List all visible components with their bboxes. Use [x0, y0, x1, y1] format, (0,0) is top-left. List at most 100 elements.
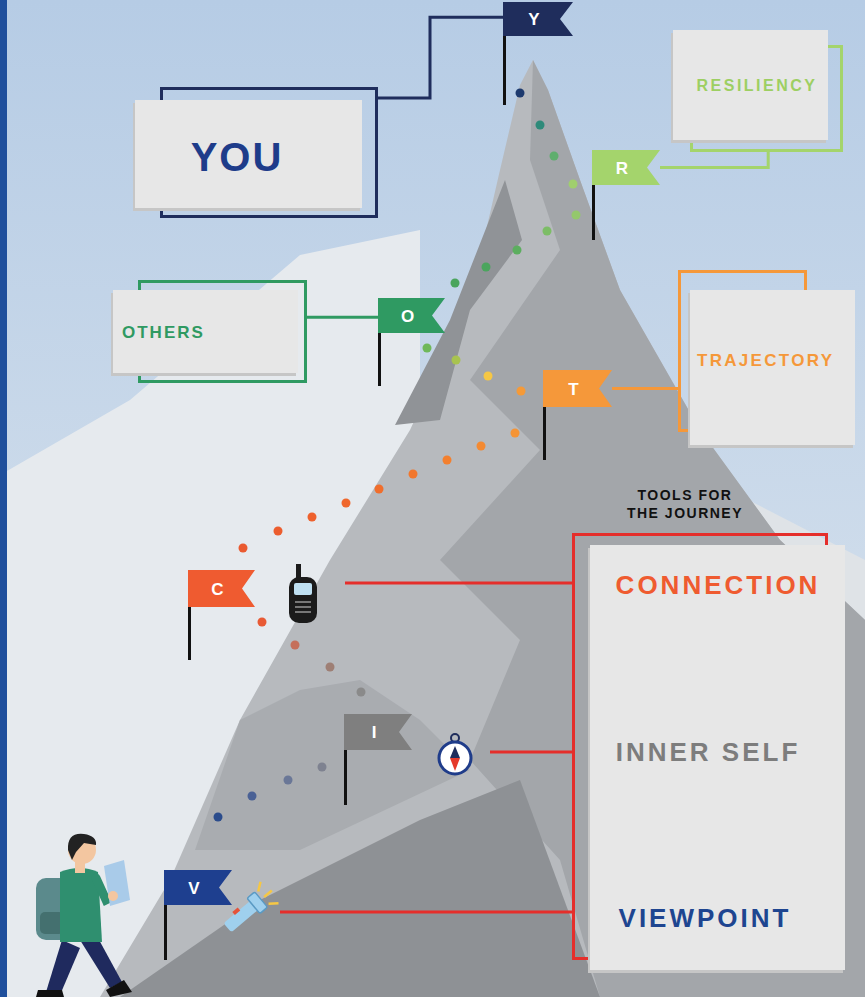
trail-dot [308, 513, 317, 522]
walkie-talkie-icon [289, 564, 317, 623]
flag-letter: Y [528, 11, 539, 28]
flag-letter: R [616, 159, 628, 176]
trail-dot [511, 429, 520, 438]
trail-dot [375, 485, 384, 494]
box-label: INNER SELF [616, 739, 801, 765]
leader-line [490, 751, 573, 754]
trail-dot [258, 618, 267, 627]
hiker-shoe [106, 980, 132, 997]
trail-dot [484, 372, 493, 381]
hiker-shoe [36, 990, 64, 997]
flag-cloth [503, 2, 573, 36]
trail-dot [214, 813, 223, 822]
flag-marker: Y [503, 2, 573, 36]
compass-needle [450, 758, 460, 771]
trail-dot [513, 246, 522, 255]
leader-line [280, 911, 573, 914]
trail-dot [572, 211, 581, 220]
flag-letter: O [401, 307, 414, 324]
hiker-hair [68, 834, 96, 860]
trail-dot [291, 641, 300, 650]
mountain [100, 60, 865, 997]
compass-needle [450, 746, 460, 758]
trail-dot [326, 663, 335, 672]
mountain-foreground [120, 780, 600, 997]
flag-marker: C [188, 570, 255, 607]
leader-line [660, 152, 768, 168]
box-label: RESILIENCY [696, 78, 817, 94]
box-label: TOOLS FOR THE JOURNEY [621, 486, 749, 522]
hiker-hand [108, 891, 118, 901]
flag-marker: O [378, 298, 445, 333]
leader-line [378, 17, 503, 98]
label-box: TOOLS FOR THE JOURNEY CONNECTION INNER SEL… [572, 482, 845, 970]
trail-dot [569, 180, 578, 189]
trail-dot [248, 792, 257, 801]
compass-icon [439, 734, 471, 774]
flag-letter: V [188, 879, 199, 896]
box-label: YOU [191, 137, 284, 177]
flashlight-icon [218, 880, 280, 939]
flag-cloth [344, 714, 412, 750]
flag-marker: T [543, 370, 612, 407]
flag-cloth [188, 570, 255, 607]
hiker-map [104, 860, 130, 906]
light-beam [269, 899, 279, 909]
flag-letter: C [211, 580, 223, 597]
compass-ring [439, 742, 471, 774]
trail-dot [318, 763, 327, 772]
trail-dot [443, 456, 452, 465]
label-box: YOU [135, 87, 378, 219]
flag-marker: I [344, 714, 412, 750]
radio-screen [294, 583, 312, 595]
flag-poles [166, 2, 594, 960]
leader-line [345, 582, 573, 585]
flag-cloth [378, 298, 445, 333]
trail-dot [274, 527, 283, 536]
trail-dot [342, 499, 351, 508]
light-beam [254, 882, 264, 892]
box-label: TRAJECTORY [697, 352, 834, 369]
side-bar [0, 0, 7, 997]
speaker-line [295, 611, 311, 613]
radio-body [289, 577, 317, 623]
hiker-leg [80, 938, 122, 988]
light-beam [264, 891, 272, 897]
trail-dot [517, 387, 526, 396]
flag-cloth [592, 150, 660, 185]
trail-dot [536, 121, 545, 130]
speaker-line [295, 601, 311, 603]
flag-cloth [164, 870, 232, 905]
trail-dot [451, 279, 460, 288]
leader-line [612, 387, 678, 390]
label-box: TRAJECTORY [678, 270, 855, 445]
box-label: VIEWPOINT [619, 905, 792, 931]
box-label: OTHERS [122, 324, 205, 341]
tool-leaders [280, 583, 573, 912]
trail-dot [409, 470, 418, 479]
trail-dot [284, 776, 293, 785]
hiker-figure [36, 834, 132, 997]
label-box: RESILIENCY [673, 30, 843, 152]
box-label: CONNECTION [616, 572, 821, 598]
leader-line [307, 316, 378, 319]
flag-letter: T [568, 380, 578, 397]
trail-dot [543, 227, 552, 236]
flag-shape [344, 714, 412, 750]
trail-dot [516, 89, 525, 98]
speaker-line [295, 606, 311, 608]
trail-dot [477, 442, 486, 451]
trail-dot [423, 344, 432, 353]
trail-dot [239, 544, 248, 553]
flag-cloth [543, 370, 612, 407]
flashlight-button [232, 907, 240, 915]
trail-dot [550, 152, 559, 161]
flag-letter: I [372, 724, 377, 741]
flag-marker: V [164, 870, 232, 905]
trail-dot [482, 263, 491, 272]
trail-dot [357, 688, 366, 697]
